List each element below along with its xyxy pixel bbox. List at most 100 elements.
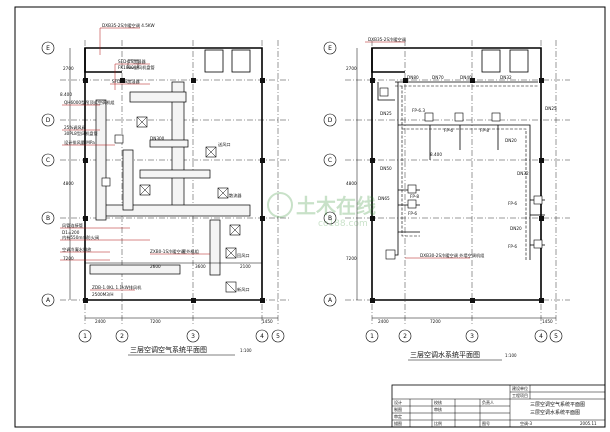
- label-r2: DXB30-2S冷暖空调 外墙空调机组: [420, 252, 484, 259]
- label-l12: 送风口: [218, 141, 231, 148]
- label-l16: 室外机组: [182, 248, 199, 255]
- right-plan: [323, 40, 570, 343]
- dim-left-b2: 7200: [150, 319, 161, 324]
- label-l6: 30PL8型风机盘管: [64, 130, 98, 137]
- fcu-1: FP-6.3: [412, 108, 425, 113]
- tb-c8: 比例: [434, 420, 442, 426]
- axis-r-E: E: [328, 45, 332, 52]
- axis-l-3: 3: [191, 333, 195, 340]
- tb-c9: 图号: [482, 420, 490, 426]
- pipe-4: DN32: [500, 75, 512, 80]
- label-l17: ZDB-1.0KL 1.1kW排风机: [92, 284, 142, 291]
- right-plan-scale: 1:100: [505, 353, 517, 358]
- tb-c6: 审定: [394, 413, 402, 419]
- fcu-5: FP-6: [408, 211, 417, 216]
- pipe-3: DN40: [460, 75, 472, 80]
- tb-c5: 审核: [434, 406, 442, 412]
- fcu-2: FP-6: [444, 128, 453, 133]
- dim-right-v1: 2700: [346, 66, 357, 71]
- fcu-3: FP-8: [480, 128, 489, 133]
- dim-right-v2: 4800: [346, 181, 357, 186]
- pipe-11: DN20: [510, 226, 522, 231]
- label-l20: 新风口: [237, 286, 250, 293]
- axis-l-1: 1: [83, 333, 87, 340]
- label-l9: D1=200: [62, 230, 80, 235]
- dim-right-b2: 7200: [430, 319, 441, 324]
- label-top-unit: DXB35-2S冷暖空调 4.5KW: [102, 22, 155, 29]
- pipe-1: DN80: [407, 75, 419, 80]
- axis-l-D: D: [46, 117, 51, 124]
- level-left: 8.400: [60, 92, 72, 97]
- dim-right-b1: 2400: [378, 319, 389, 324]
- fcu-6: FP-6: [508, 201, 517, 206]
- watermark: 土木在线 co188.com: [267, 192, 376, 229]
- axis-r-5: 5: [554, 333, 558, 340]
- axis-r-B: B: [328, 215, 332, 222]
- title-block-frame: [391, 384, 606, 428]
- fcu-7: FP-6: [508, 244, 517, 249]
- axis-l-A: A: [46, 297, 51, 304]
- axis-l-4: 4: [260, 333, 264, 340]
- dim-left-v2: 4800: [63, 181, 74, 186]
- axis-r-4: 4: [539, 333, 543, 340]
- tb-date: 2005.11: [580, 421, 597, 426]
- left-plan-title: 三层空调空气系统平面图: [130, 345, 207, 354]
- axis-r-2: 2: [403, 333, 407, 340]
- tb-drawing-name-2: 三层空调水系统平面图: [530, 409, 580, 416]
- tb-c4: 制图: [394, 406, 402, 412]
- axis-r-A: A: [328, 297, 333, 304]
- axis-r-D: D: [328, 117, 333, 124]
- label-l14: 空调冷凝水排放: [62, 246, 92, 253]
- label-l15: ZXB0-1S冷暖空调: [150, 248, 185, 255]
- pipe-5: DN25: [380, 111, 392, 116]
- label-l3: SFD-1S加湿器: [112, 78, 140, 85]
- dim-left-b1: 2400: [95, 319, 106, 324]
- tb-c1: 设计: [394, 399, 402, 405]
- tb-owner-label: 建设单位: [512, 385, 528, 391]
- axis-r-3: 3: [470, 333, 474, 340]
- dim-right-b3: 1450: [542, 319, 553, 324]
- tb-c3: 负责人: [482, 399, 494, 405]
- label-l7: 设计排风量 MPa: [64, 139, 95, 146]
- axis-l-2: 2: [120, 333, 124, 340]
- dim-left-v1: 2700: [63, 66, 74, 71]
- label-l1: SFD-1S加湿器: [118, 58, 146, 65]
- label-l18: 2500M3/H: [92, 292, 114, 297]
- pipe-9: DN32: [517, 171, 529, 176]
- tb-c2: 校核: [434, 399, 442, 405]
- label-l10: 内有550mm防火阀: [62, 234, 99, 241]
- pipe-6: DN20: [505, 138, 517, 143]
- watermark-line1: 土木在线: [296, 194, 376, 218]
- left-plan-scale: 1:100: [240, 348, 252, 353]
- dim-left-b3: 1450: [262, 319, 273, 324]
- label-l13: 散流器: [229, 192, 242, 199]
- right-plan-title: 三层空调水系统平面图: [410, 350, 480, 359]
- pipe-10: DN25: [545, 106, 557, 111]
- axis-l-C: C: [46, 157, 50, 164]
- axis-l-5: 5: [276, 333, 280, 340]
- left-plan: [41, 27, 290, 343]
- dim-left-i2: 3600: [195, 264, 206, 269]
- pipe-2: DN70: [432, 75, 444, 80]
- dim-right-v3: 7200: [346, 256, 357, 261]
- axis-r-C: C: [328, 157, 332, 164]
- fcu-4: FP-8: [410, 194, 419, 199]
- dim-left-v3: 7200: [63, 256, 74, 261]
- pipe-8: DN65: [378, 196, 390, 201]
- axis-l-E: E: [46, 45, 50, 52]
- pipe-7: DN50: [380, 166, 392, 171]
- label-l5: 25%调风阀: [64, 124, 86, 131]
- sheet-border: [14, 6, 606, 428]
- label-l11: DN300: [150, 136, 165, 141]
- dim-left-i1: 2600: [150, 264, 161, 269]
- label-l2: FK1800型风机盘管: [118, 64, 155, 71]
- label-l19: 回风口: [237, 253, 250, 259]
- label-l8: 风管连接管: [62, 222, 83, 229]
- tb-sheet-no: 空调-3: [520, 420, 532, 426]
- dim-left-i3: 2100: [240, 264, 251, 269]
- label-r1: DXB35-2S冷暖空调: [368, 36, 406, 43]
- tb-project-label: 工程项目: [512, 392, 528, 398]
- tb-c7: 描图: [394, 420, 402, 426]
- tb-drawing-name-1: 三层空调空气系统平面图: [530, 401, 585, 408]
